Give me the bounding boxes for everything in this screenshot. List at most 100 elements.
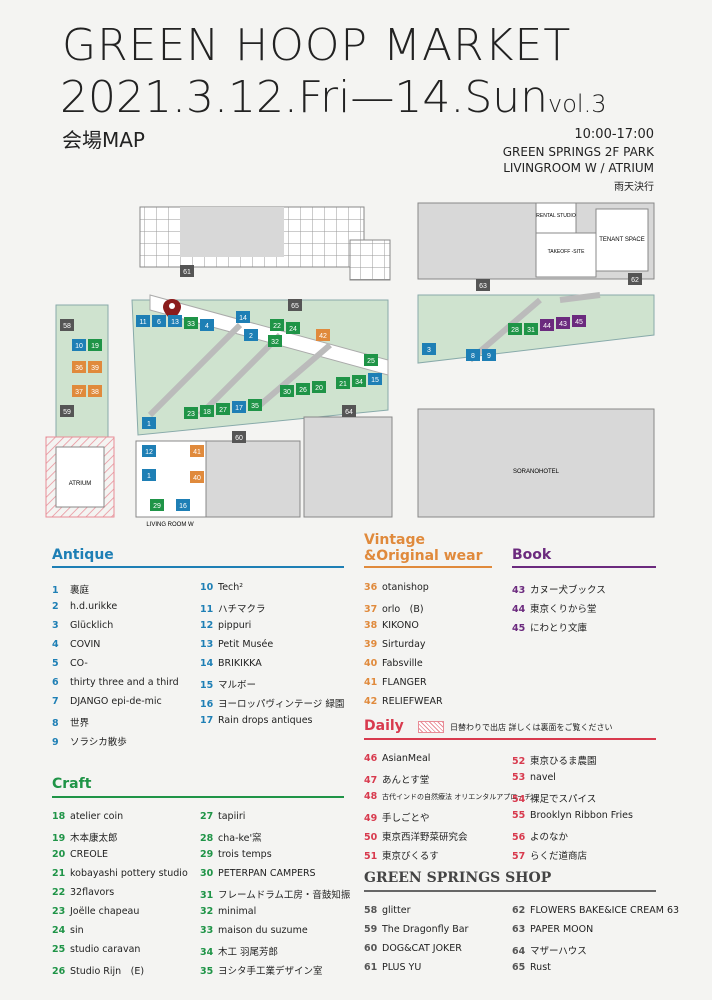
booth-number: 31	[200, 890, 214, 901]
booth-number: 44	[512, 604, 526, 615]
rental-label: RENTAL STUDIO	[536, 213, 576, 219]
shop-name: ソラシカ散歩	[70, 737, 127, 748]
craft-heading: Craft	[52, 776, 92, 792]
booth-number: 40	[364, 658, 378, 669]
svg-text:38: 38	[91, 389, 99, 396]
shop-name: 木本康太郎	[70, 833, 118, 844]
svg-text:9: 9	[487, 353, 491, 360]
building-60	[205, 440, 301, 518]
booth-marker-60: 60	[232, 431, 246, 443]
booth-marker-13: 13	[168, 315, 182, 327]
shop-name: Brooklyn Ribbon Fries	[530, 810, 633, 821]
shop-name: 東京西洋野菜研究会	[382, 832, 468, 843]
booth-marker-22: 22	[270, 319, 284, 331]
booth-number: 63	[512, 924, 526, 935]
booth-number: 62	[512, 905, 526, 916]
shop-name: CREOLE	[70, 849, 109, 860]
svg-text:11: 11	[139, 319, 146, 326]
svg-text:27: 27	[219, 407, 227, 414]
shop-name: カヌー犬ブックス	[530, 585, 606, 596]
daily-hatch-swatch	[418, 721, 444, 733]
booth-number: 46	[364, 753, 378, 764]
shop-name: PAPER MOON	[530, 924, 594, 935]
svg-text:61: 61	[183, 269, 191, 276]
svg-text:1: 1	[147, 421, 151, 428]
rain-note: 雨天決行	[614, 182, 654, 193]
shop-name: KIKONO	[382, 620, 419, 631]
svg-text:10: 10	[75, 343, 83, 350]
booth-marker-37: 37	[72, 385, 86, 397]
booth-marker-30: 30	[280, 385, 294, 397]
booth-number: 64	[512, 946, 526, 957]
booth-marker-59: 59	[60, 405, 74, 417]
svg-text:14: 14	[239, 315, 247, 322]
daily-rule	[364, 738, 656, 740]
shop-name: thirty three and a third	[70, 677, 179, 688]
shop-name: 東京くりから堂	[530, 604, 597, 615]
booth-marker-43: 43	[556, 317, 570, 329]
svg-text:22: 22	[273, 323, 281, 330]
booth-marker-38: 38	[88, 385, 102, 397]
booth-number: 16	[200, 699, 214, 710]
booth-marker-14: 14	[236, 311, 250, 323]
vintage-item-38: 38 KIKONO	[364, 620, 419, 631]
booth-marker-19: 19	[88, 339, 102, 351]
booth-number: 30	[200, 868, 214, 879]
shop-name: 世界	[70, 718, 90, 729]
booth-marker-61: 61	[180, 265, 194, 277]
hours: 10:00-17:00	[574, 127, 654, 142]
booth-marker-20: 20	[312, 381, 326, 393]
shop-name: Studio Rijn (E)	[70, 966, 145, 977]
atrium-inner	[55, 446, 105, 508]
booth-number: 57	[512, 851, 526, 862]
book-rule	[512, 566, 656, 568]
takeoff-label: TAKEOFF -SITE	[548, 249, 586, 255]
book-item-44: 44 東京くりから堂	[512, 601, 597, 615]
booth-number: 60	[364, 943, 378, 954]
svg-text:4: 4	[205, 323, 209, 330]
shop-heading: GREEN SPRINGS SHOP	[364, 870, 552, 886]
building-north-west	[139, 206, 391, 281]
booth-number: 43	[512, 585, 526, 596]
shop-name: PLUS YU	[382, 962, 422, 973]
book-item-43: 43 カヌー犬ブックス	[512, 582, 606, 596]
booth-number: 38	[364, 620, 378, 631]
svg-text:39: 39	[91, 365, 99, 372]
book-heading: Book	[512, 547, 552, 563]
svg-text:16: 16	[179, 503, 187, 510]
booth-marker-36: 36	[72, 361, 86, 373]
shop-name: らくだ道商店	[530, 851, 588, 862]
booth-number: 37	[364, 604, 378, 615]
booth-number: 27	[200, 811, 214, 822]
svg-text:37: 37	[75, 389, 83, 396]
shop-name: 木工 羽尾芳郎	[218, 947, 279, 958]
svg-text:21: 21	[339, 381, 347, 388]
booth-number: 51	[364, 851, 378, 862]
booth-marker-62: 62	[628, 273, 642, 285]
booth-number: 53	[512, 772, 526, 783]
booth-marker-27: 27	[216, 403, 230, 415]
building-64	[303, 416, 393, 518]
svg-text:18: 18	[203, 409, 211, 416]
svg-text:65: 65	[291, 303, 299, 310]
booth-marker-16: 16	[176, 499, 190, 511]
shop-name: sin	[70, 925, 84, 936]
booth-number: 45	[512, 623, 526, 634]
